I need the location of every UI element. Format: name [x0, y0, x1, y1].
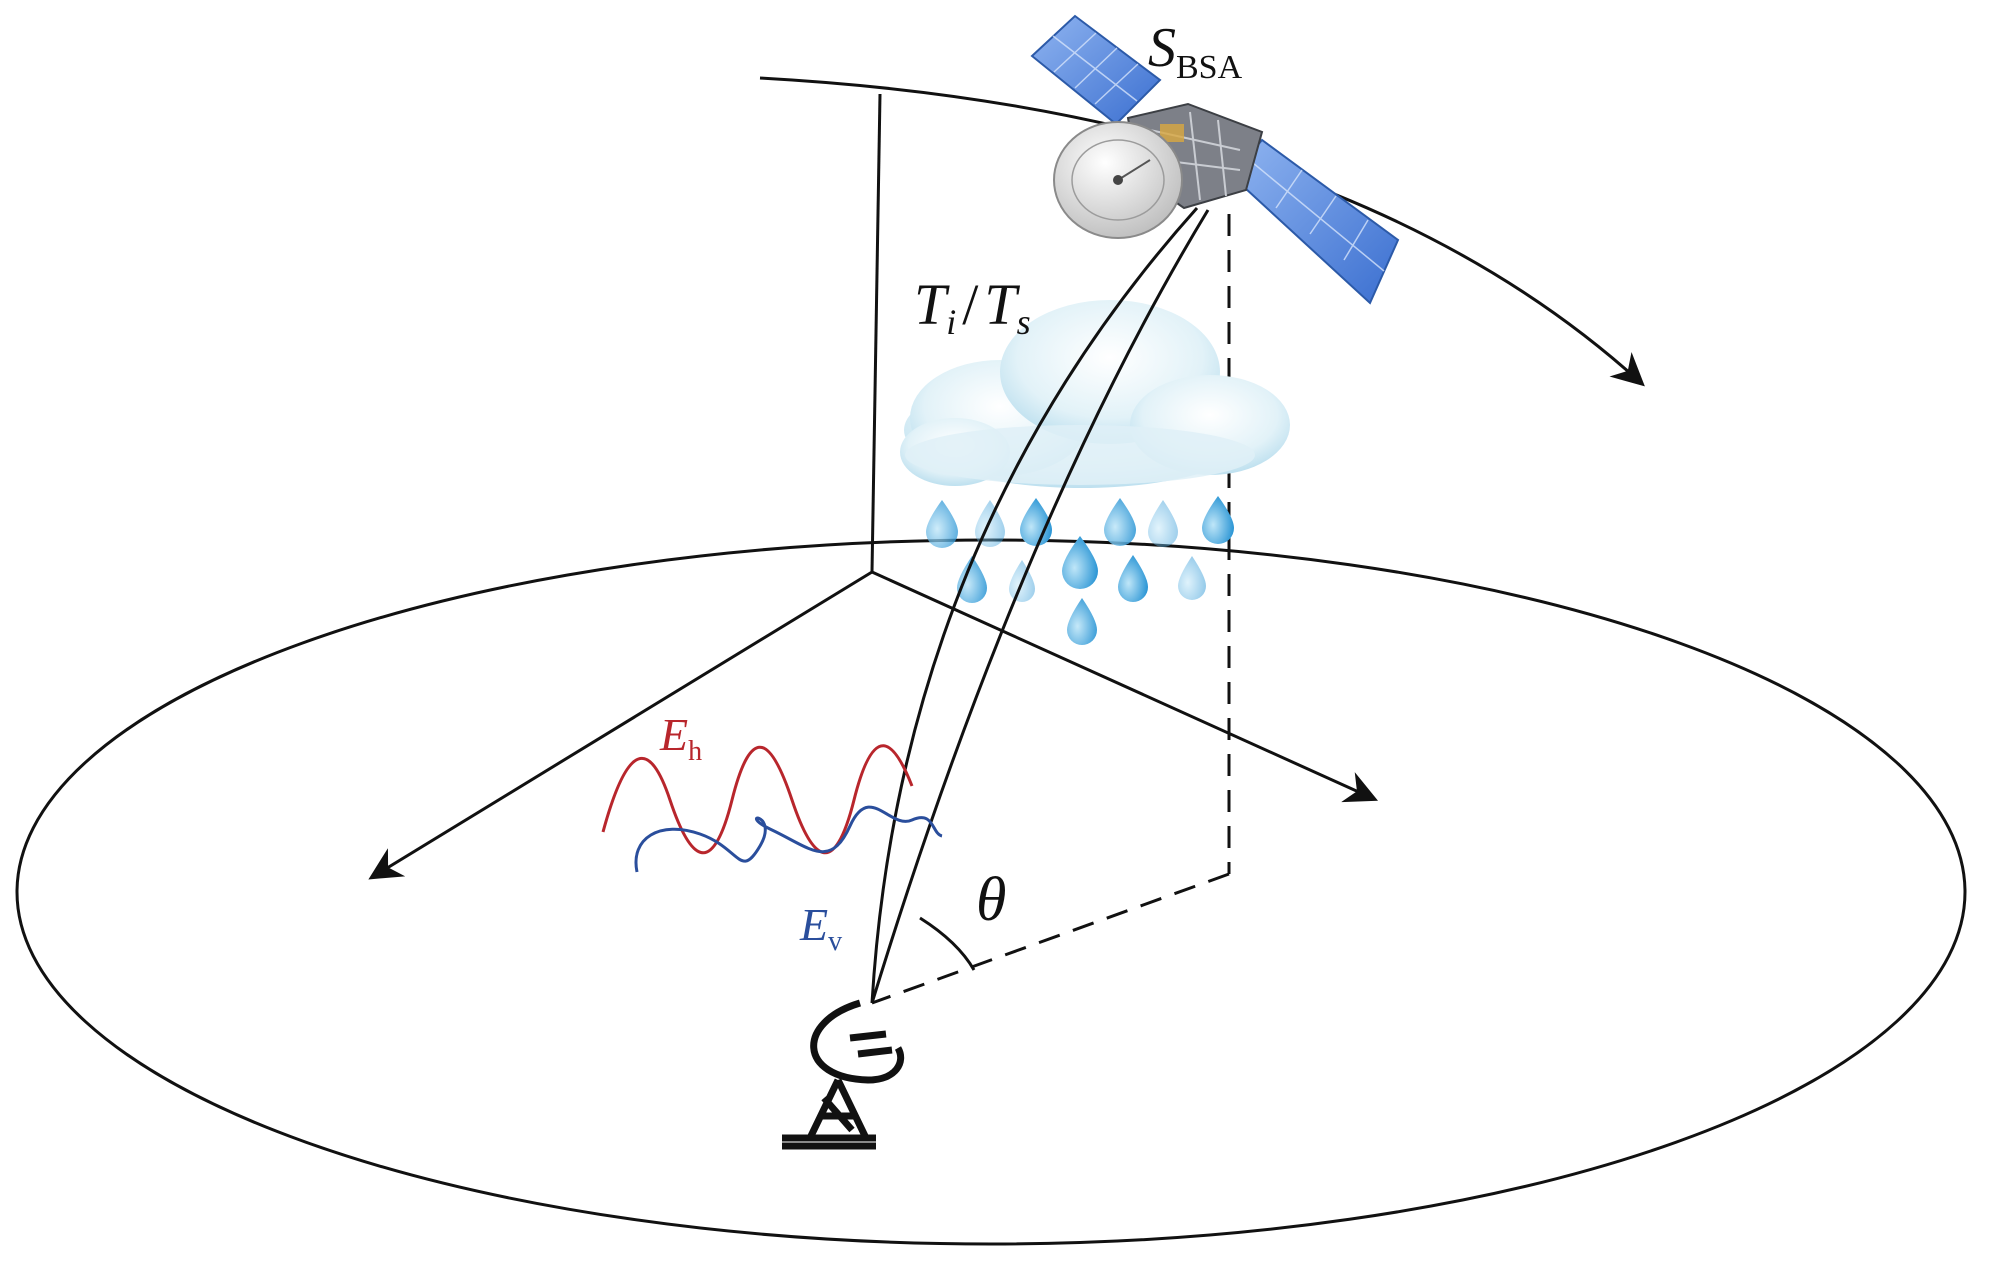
dashed-ground-projection: [871, 872, 1230, 1005]
raindrops: [926, 496, 1234, 645]
signal-beam-right: [870, 209, 1210, 1004]
elevation-angle-label: θ: [976, 866, 1006, 934]
elevation-angle-arc: [919, 916, 976, 971]
antenna-dish: [810, 999, 905, 1084]
raindrop-icon: [1178, 556, 1206, 600]
axis-arrow-left: [368, 570, 873, 880]
signal-beam-left: [870, 207, 1199, 1004]
raindrop-icon: [926, 500, 958, 548]
temperature-label: Ti/Ts: [914, 272, 1031, 342]
raindrop-icon: [1067, 598, 1097, 645]
ground-station-antenna-icon: [782, 999, 905, 1150]
solar-panel-lower: [1230, 138, 1400, 305]
field-v-wave: [634, 805, 943, 873]
field-h-wave: [601, 744, 914, 854]
raindrop-icon: [1062, 536, 1098, 589]
field-v-label: Ev: [799, 899, 842, 957]
satellite-icon: [1030, 14, 1400, 305]
cloud-icon: [900, 300, 1290, 488]
raindrop-icon: [1202, 496, 1234, 544]
raindrop-icon: [1104, 498, 1136, 546]
raindrop-icon: [1148, 500, 1178, 547]
axis-arrow-right: [871, 570, 1379, 803]
raindrop-icon: [1118, 555, 1148, 602]
field-h-label: Eh: [659, 709, 702, 767]
satellite-label: SBSA: [1148, 17, 1243, 86]
raindrop-icon: [957, 556, 987, 603]
vertical-axis: [870, 93, 882, 573]
